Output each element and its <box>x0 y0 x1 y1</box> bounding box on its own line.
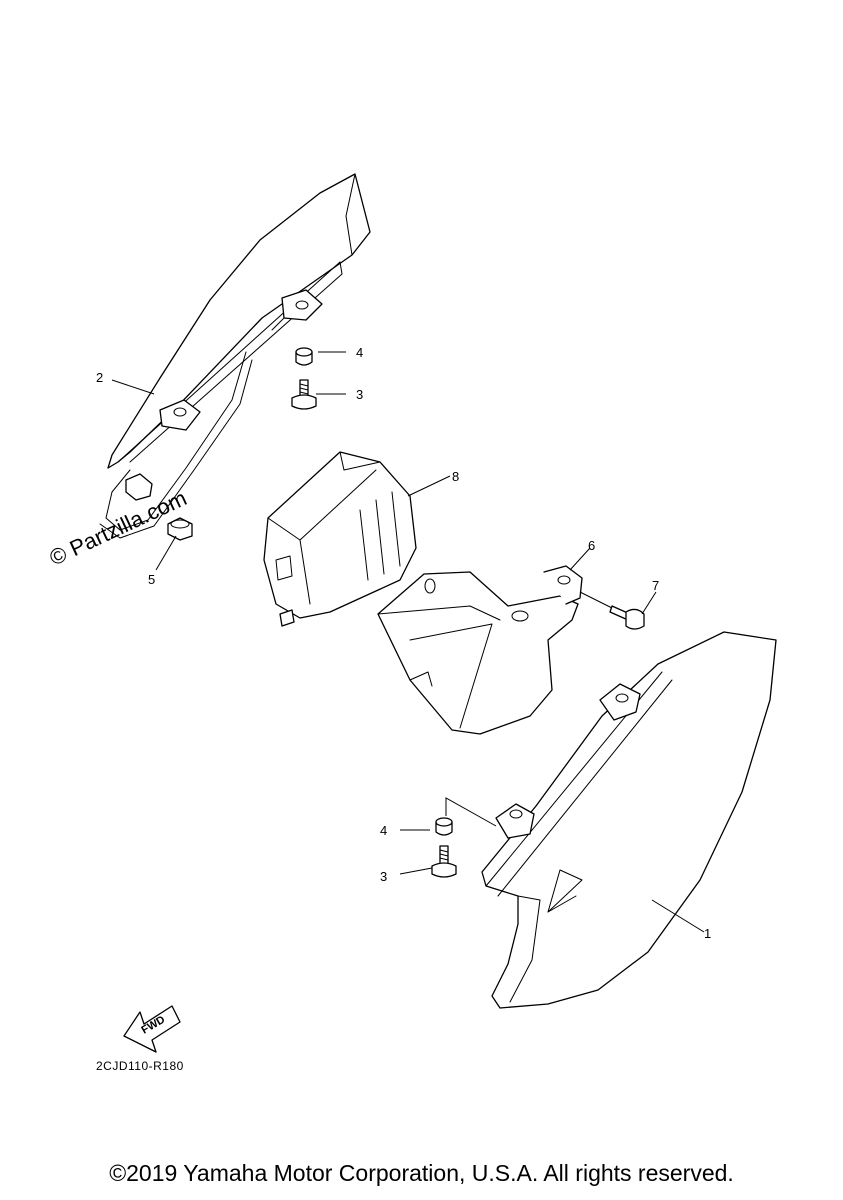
callout-4-lower: 4 <box>380 823 387 838</box>
callout-6: 6 <box>588 538 595 553</box>
side-cover-upper <box>99 173 371 539</box>
copyright-notice: ©2019 Yamaha Motor Corporation, U.S.A. A… <box>109 1160 734 1186</box>
grommet-part-5 <box>125 473 193 541</box>
leader-lines <box>111 351 705 933</box>
bolt-part-7 <box>609 605 645 630</box>
side-cover-lower <box>481 631 777 1009</box>
callout-3-upper: 3 <box>356 387 363 402</box>
bolt-part-3-lower <box>431 845 457 878</box>
callout-7: 7 <box>652 578 659 593</box>
callout-8: 8 <box>452 469 459 484</box>
callout-2: 2 <box>96 370 103 385</box>
callout-4-upper: 4 <box>356 345 363 360</box>
callout-5: 5 <box>148 572 155 587</box>
callout-3-lower: 3 <box>380 869 387 884</box>
bracket-part-6 <box>377 565 583 735</box>
collar-part-4-lower <box>435 817 453 836</box>
collar-part-4-upper <box>295 347 313 366</box>
battery-box-part-8 <box>263 451 417 627</box>
fwd-arrow-icon <box>123 1005 181 1053</box>
diagram-code: 2CJD110-R180 <box>96 1059 184 1073</box>
bolt-part-3-upper <box>291 379 317 410</box>
callout-1: 1 <box>704 926 711 941</box>
